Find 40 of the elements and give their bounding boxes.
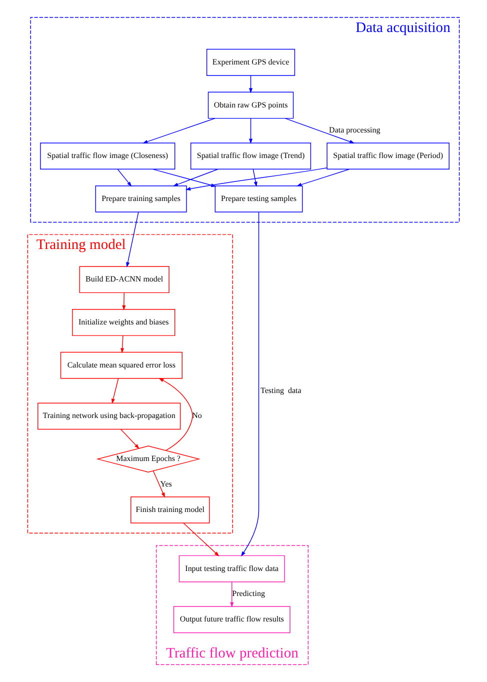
- arrow: [248, 118, 253, 144]
- node-box: Initialize weights and biases: [72, 309, 176, 336]
- node-box: Training network using back-propagation: [38, 402, 181, 430]
- node-box: Prepare testing samples: [214, 186, 303, 212]
- arrow: [122, 292, 126, 310]
- arrow: [126, 212, 139, 268]
- node-box: Input testing traffic flow data: [178, 555, 285, 582]
- arrow: [296, 168, 350, 186]
- arrow: [142, 118, 216, 144]
- arrow: [285, 118, 355, 144]
- edge-label: Testing data: [260, 386, 302, 395]
- node-box: Spatial traffic flow image (Trend): [190, 142, 312, 170]
- arrow: [117, 168, 132, 187]
- arrow: [158, 378, 193, 451]
- arrow: [120, 335, 124, 354]
- node-box: Calculate mean squared error loss: [60, 352, 182, 379]
- arrow: [172, 168, 218, 186]
- edge-label: Yes: [160, 480, 172, 489]
- arrow: [152, 168, 216, 187]
- node-box: Spatial traffic flow image (Period): [326, 142, 450, 170]
- node-box: Prepare training samples: [95, 186, 187, 212]
- node-box: Build ED-ACNN model: [79, 266, 170, 294]
- arrow: [252, 168, 258, 187]
- node-box: Spatial traffic flow image (Closeness): [40, 142, 176, 170]
- arrow: [248, 75, 253, 94]
- arrow: [120, 428, 140, 449]
- node-box: Obtain raw GPS points: [208, 92, 294, 119]
- node-box: Experiment GPS device: [206, 48, 296, 76]
- arrow: [152, 470, 166, 498]
- edge-label: Predicting: [232, 589, 265, 598]
- node-diamond: Maximum Epochs ?: [96, 446, 200, 473]
- arrow: [183, 522, 220, 556]
- node-box: Output future traffic flow results: [173, 606, 290, 634]
- edge-label: Data processing: [329, 126, 380, 135]
- edge-label: No: [192, 411, 202, 420]
- node-box: Finish training model: [130, 496, 210, 524]
- arrow: [240, 212, 260, 557]
- arrow: [230, 582, 234, 608]
- arrow: [185, 168, 328, 191]
- arrow: [111, 378, 119, 404]
